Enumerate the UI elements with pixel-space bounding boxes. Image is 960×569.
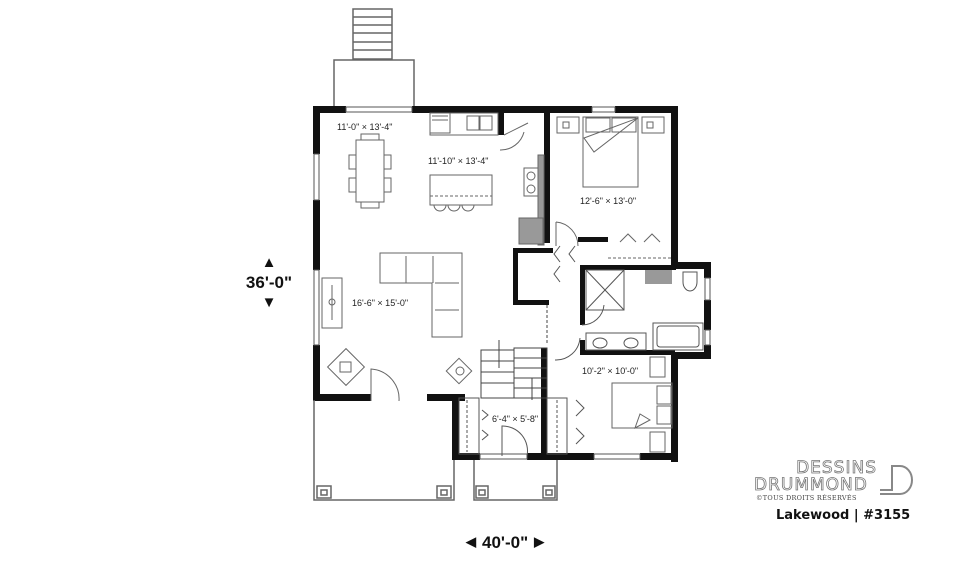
room-label-bedroom-2: 10'-2" × 10'-0": [582, 366, 638, 376]
sectional-sofa: [379, 252, 463, 338]
stairs: [480, 305, 548, 400]
arrow-down-icon: ▼: [261, 294, 277, 311]
drummond-logo-icon: [880, 465, 913, 495]
kitchen-fixtures: [429, 112, 545, 246]
front-door: [370, 368, 400, 402]
brand-copyright: ©TOUS DROITS RÉSERVÉS: [756, 494, 857, 502]
front-porch: [313, 400, 558, 501]
room-label-master-bedroom: 12'-6" × 13'-0": [580, 196, 636, 206]
overall-depth-dimension: ▲ 36'-0" ▼: [238, 254, 300, 312]
room-label-dining: 11'-0" × 13'-4": [337, 122, 392, 132]
master-bed: [555, 116, 672, 259]
brand-line-2: DRUMMOND: [754, 475, 868, 495]
rear-deck: [333, 8, 415, 108]
dining-table: [348, 133, 392, 209]
brand-block: DESSINS DRUMMOND ©TOUS DROITS RÉSERVÉS L…: [752, 458, 922, 523]
entry-closets: [458, 397, 585, 457]
room-label-living: 16'-6" × 15'-0": [352, 298, 408, 308]
walls: [313, 106, 711, 462]
bedroom-2-bed: [611, 356, 673, 453]
room-label-entry: 6'-4" × 5'-8": [492, 414, 538, 424]
bathroom-fixtures: [553, 245, 704, 361]
armchair: [326, 347, 366, 387]
arrow-left-icon: ◀: [466, 534, 476, 549]
arrow-up-icon: ▲: [261, 254, 277, 271]
width-value: 40'-0": [482, 533, 529, 552]
brand-line-1: DESSINS: [796, 458, 877, 478]
room-label-kitchen: 11'-10" × 13'-4": [428, 156, 488, 166]
depth-value: 36'-0": [245, 273, 293, 292]
tv-unit: [321, 277, 343, 329]
side-table: [445, 357, 473, 385]
overall-width-dimension: ◀ 40'-0" ▶: [460, 533, 550, 553]
plan-title: Lakewood | #3155: [776, 508, 911, 523]
arrow-right-icon: ▶: [534, 534, 545, 549]
windows: [313, 106, 711, 460]
